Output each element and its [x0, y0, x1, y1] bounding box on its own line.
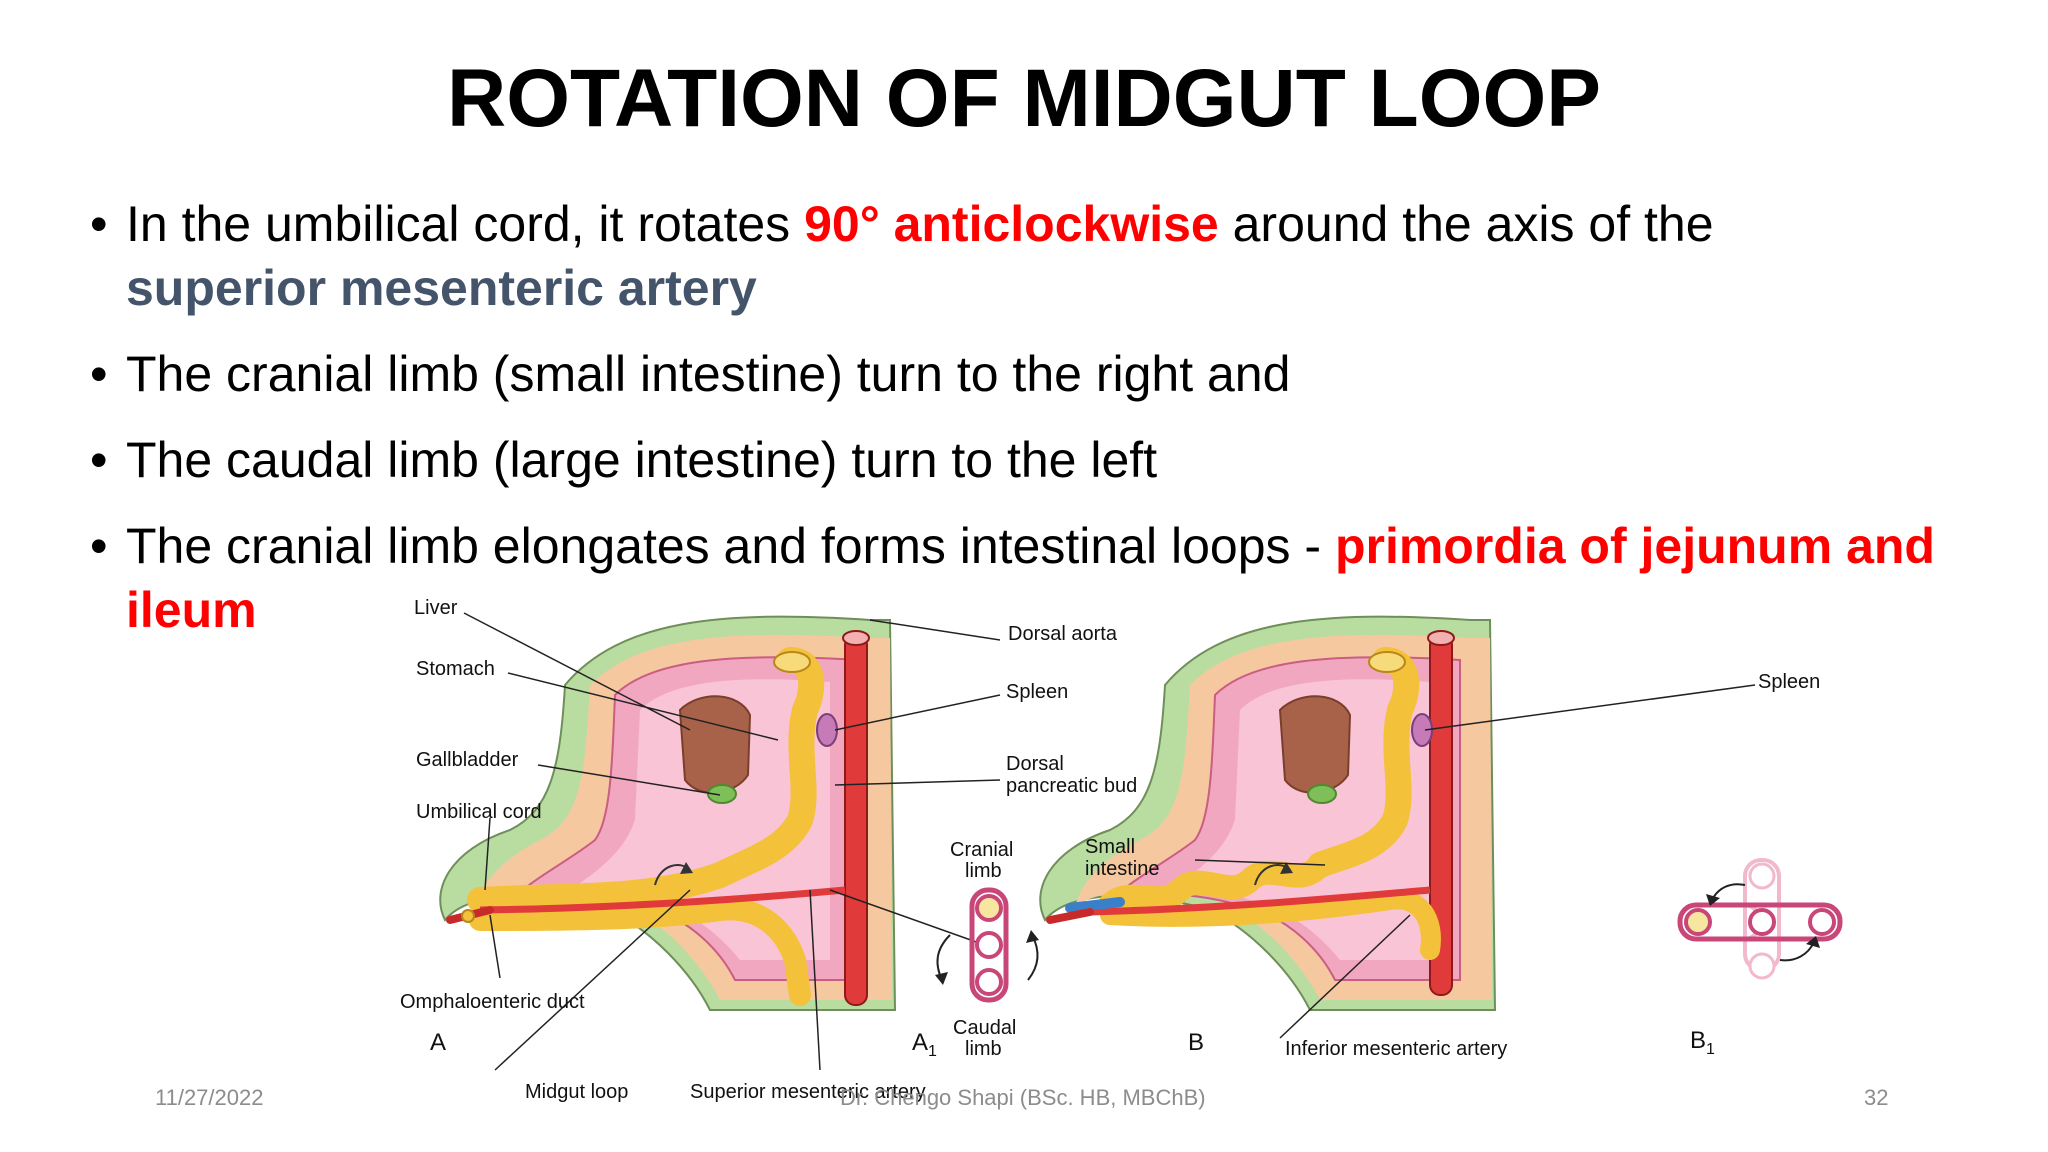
bullet-emphasis: 90° anticlockwise	[804, 196, 1219, 252]
label-panel-b1: B1	[1690, 1027, 1715, 1058]
label-midgut-loop: Midgut loop	[525, 1081, 628, 1103]
label-gallbladder: Gallbladder	[416, 749, 519, 771]
slide-title: ROTATION OF MIDGUT LOOP	[447, 53, 1601, 144]
bullet-text: In the umbilical cord, it rotates	[126, 196, 805, 252]
label-dorsal-aorta: Dorsal aorta	[1008, 623, 1118, 645]
midgut-rotation-illustration: Liver Stomach Gallbladder Umbilical cord…	[390, 590, 1850, 1120]
bullet-item: • The caudal limb (large intestine) turn…	[90, 428, 2010, 492]
bullet-text: The cranial limb elongates and forms int…	[126, 518, 1335, 574]
label-spleen-b: Spleen	[1758, 671, 1820, 693]
bullet-dot: •	[90, 432, 108, 488]
label-caudal-limb: Caudal	[953, 1017, 1016, 1039]
bullet-text: The caudal limb (large intestine) turn t…	[126, 432, 1158, 488]
bullet-dot: •	[90, 346, 108, 402]
label-cranial-limb-line2: limb	[965, 860, 1002, 882]
embryo-panel-b	[1039, 615, 1497, 1011]
label-caudal-limb-line2: limb	[965, 1038, 1002, 1060]
leader-lines-a	[463, 612, 1001, 1071]
leader-lines-b	[1194, 684, 1756, 1039]
bullet-item: • The cranial limb (small intestine) tur…	[90, 342, 2010, 406]
label-cranial-limb: Cranial	[950, 839, 1013, 861]
label-superior-mesenteric-artery: Superior mesenteric artery	[690, 1081, 926, 1103]
bullet-list: • In the umbilical cord, it rotates 90° …	[90, 192, 2010, 664]
bullet-item: • The cranial limb elongates and forms i…	[90, 514, 2010, 642]
bullet-emphasis: primordia of jejunum and ileum	[126, 518, 1935, 638]
bullet-emphasis: superior mesenteric artery	[126, 260, 757, 316]
label-spleen-a: Spleen	[1006, 681, 1068, 703]
footer-author: Dr. Chengo Shapi (BSc. HB, MBChB)	[840, 1085, 1206, 1110]
label-stomach: Stomach	[416, 658, 495, 680]
bullet-dot: •	[90, 196, 108, 252]
bullet-dot: •	[90, 518, 108, 574]
label-panel-b: B	[1188, 1029, 1204, 1056]
bullet-text: The cranial limb (small intestine) turn …	[126, 346, 1291, 402]
diagram-b1: B1	[1677, 858, 1843, 1058]
label-omphaloenteric-duct: Omphaloenteric duct	[400, 991, 585, 1013]
bullet-text: around the axis of the	[1218, 196, 1714, 252]
diagram-a1: Cranial limb Caudal limb A1	[912, 839, 1039, 1060]
label-small-intestine-line2: intestine	[1085, 858, 1160, 880]
label-panel-a1: A1	[912, 1029, 937, 1060]
label-small-intestine: Small	[1085, 836, 1135, 858]
label-liver: Liver	[414, 597, 458, 619]
label-panel-a: A	[430, 1029, 446, 1056]
label-dorsal-pancreatic-bud: Dorsal	[1006, 753, 1064, 775]
footer-date: 11/27/2022	[155, 1085, 264, 1110]
footer-page-number: 32	[1864, 1085, 1889, 1110]
label-inferior-mesenteric-artery: Inferior mesenteric artery	[1285, 1038, 1507, 1060]
label-umbilical-cord: Umbilical cord	[416, 801, 542, 823]
label-dorsal-pancreatic-bud-line2: pancreatic bud	[1006, 775, 1137, 797]
bullet-item: • In the umbilical cord, it rotates 90° …	[90, 192, 2010, 320]
